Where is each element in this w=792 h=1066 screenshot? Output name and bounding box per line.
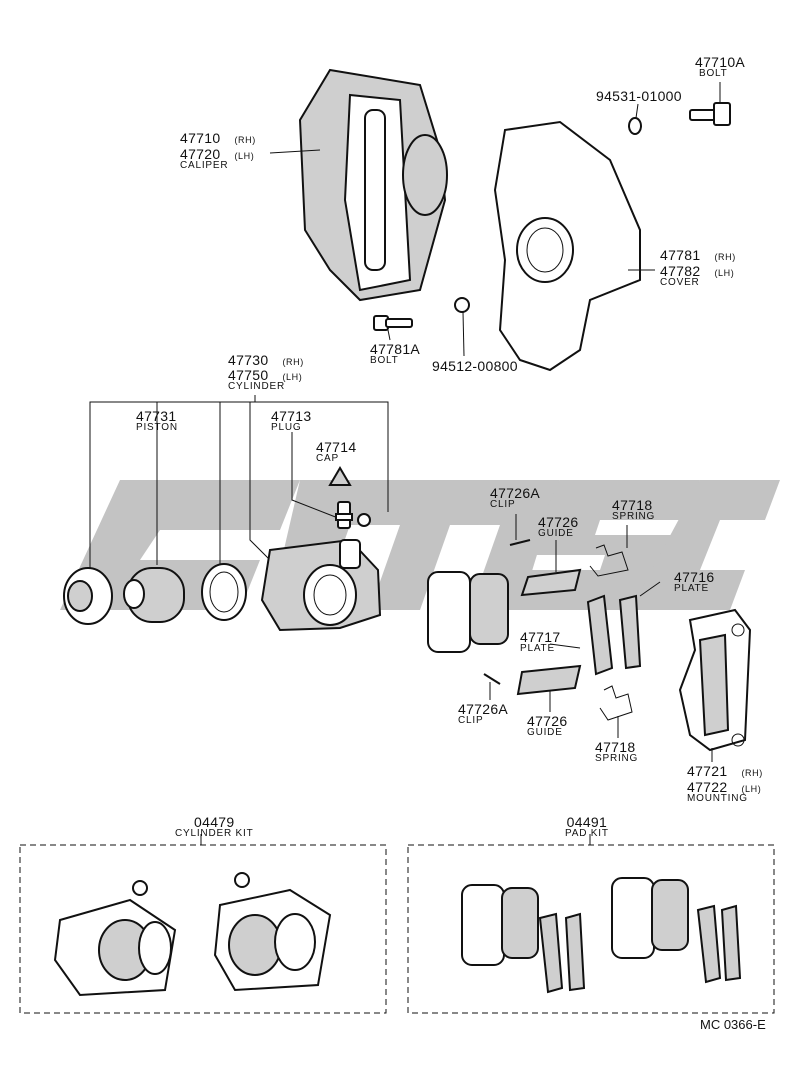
guide-lower-illustration (516, 664, 582, 696)
caliper-label: 47710(RH) 47720(LH) CALIPER (180, 130, 256, 171)
cover-label: 47781(RH) 47782(LH) COVER (660, 247, 736, 288)
bolt-47781a-label: 47781A BOLT (370, 341, 421, 366)
washer-94512-label: 94512-00800 (432, 358, 518, 374)
cylinder-kit-illustration (53, 872, 332, 997)
mounting-illustration (678, 608, 752, 752)
caliper-illustration (298, 68, 448, 302)
guide-upper-label: 47726 GUIDE (538, 514, 579, 539)
washer-94531-label: 94531-01000 (596, 88, 682, 104)
plug-illustration (335, 501, 353, 529)
spring-lower-label: 47718 SPRING (595, 739, 639, 764)
cap-illustration (328, 466, 352, 486)
cylinder-label: 47730(RH) 47750(LH) CYLINDER (228, 352, 304, 392)
cylinder-kit-label: 04479 CYLINDER KIT (175, 814, 254, 839)
clip-lower-label: 47726A CLIP (458, 701, 509, 726)
cover-illustration (493, 120, 641, 372)
brake-pads-illustration (427, 571, 509, 653)
boot-ring-illustration (201, 563, 247, 621)
guide-lower-label: 47726 GUIDE (527, 713, 568, 738)
pad-kit-label: 04491 PAD KIT (565, 814, 609, 839)
spring-upper-illustration (589, 544, 629, 577)
piston-illustration (123, 567, 185, 623)
clip-upper-illustration (509, 539, 531, 546)
clip-upper-label: 47726A CLIP (490, 485, 541, 510)
plug-label: 47713 PLUG (271, 408, 312, 433)
cylinder-kit-box (19, 844, 387, 1014)
piston-label: 47731 PISTON (136, 408, 178, 433)
pad-kit-box (407, 844, 775, 1014)
clip-lower-illustration (483, 673, 501, 685)
washer-94531-illustration (628, 117, 642, 135)
bolt-47781a-illustration (373, 315, 413, 331)
cap-label: 47714 CAP (316, 439, 357, 464)
bolt-47710a-illustration (689, 102, 731, 126)
spring-upper-label: 47718 SPRING (612, 497, 656, 522)
cylinder-body-illustration (260, 538, 382, 632)
seal-ring-illustration (63, 567, 113, 625)
bolt-47710a-label: 47710A BOLT (695, 54, 746, 79)
mounting-label: 47721(RH) 47722(LH) MOUNTING (687, 763, 763, 804)
guide-upper-illustration (520, 568, 582, 597)
spring-lower-illustration (599, 685, 633, 721)
cylinder-bracket-line (89, 401, 389, 568)
washer-94512-illustration (454, 297, 470, 313)
plate-47717-label: 47717 PLATE (520, 629, 561, 654)
anti-squeal-plates-illustration (586, 594, 642, 676)
diagram-code: MC 0366-E (700, 1017, 766, 1032)
pad-kit-illustration (461, 877, 742, 994)
plate-47716-label: 47716 PLATE (674, 569, 715, 594)
